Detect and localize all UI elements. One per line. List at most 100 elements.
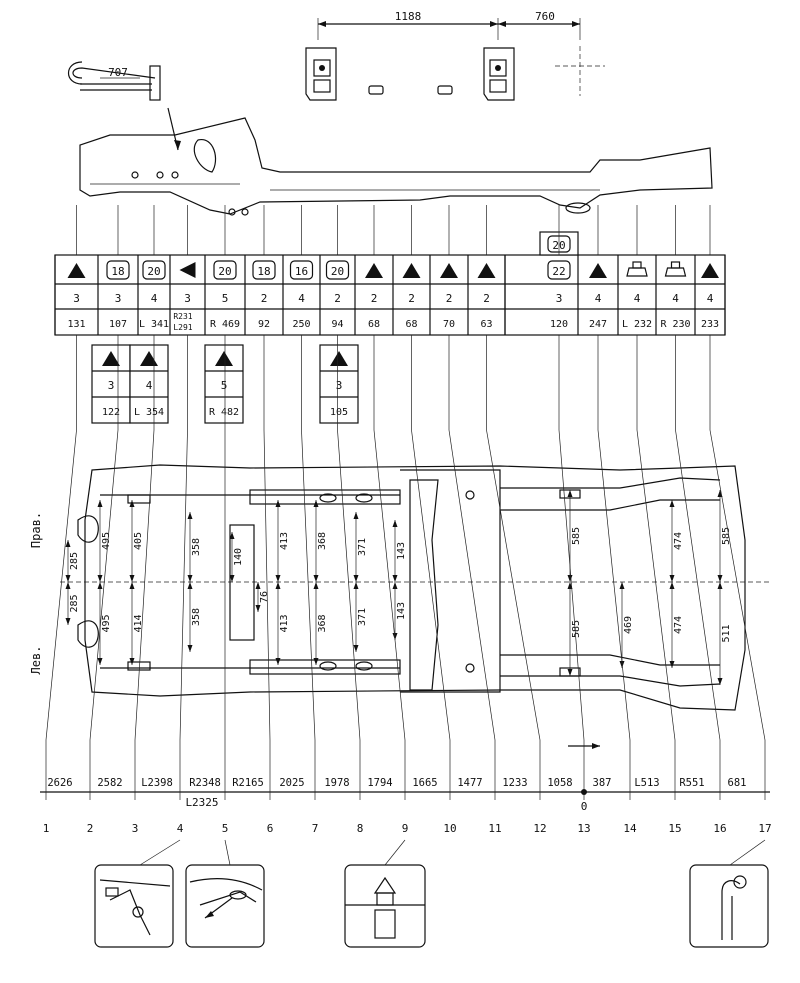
svg-text:495: 495 bbox=[101, 532, 112, 550]
plan-dim-12: 413 bbox=[275, 582, 290, 665]
symbol-tri-col17 bbox=[701, 263, 719, 278]
plan-dim-25: 511 bbox=[717, 582, 732, 685]
station-7: 7 bbox=[312, 822, 319, 835]
svg-text:371: 371 bbox=[357, 538, 368, 556]
symbol-b18-col2: 18 bbox=[106, 260, 130, 280]
symbol-b16-col7: 16 bbox=[289, 260, 314, 280]
plan-dim-19: 585 bbox=[567, 490, 582, 582]
station-14: 14 bbox=[623, 822, 637, 835]
symbol-tri-col1 bbox=[67, 263, 86, 278]
qty-col15: 4 bbox=[634, 292, 641, 305]
scale-value-6: 2025 bbox=[279, 777, 304, 789]
dim-col15: L 232 bbox=[622, 319, 652, 330]
dim-1188: 1188 bbox=[395, 10, 422, 23]
plan-dim-15: 371 bbox=[353, 512, 368, 582]
svg-text:358: 358 bbox=[191, 538, 202, 556]
qty-col4: 3 bbox=[184, 292, 191, 305]
svg-text:474: 474 bbox=[673, 532, 684, 550]
plan-dim-23: 474 bbox=[669, 582, 684, 668]
qty-col6: 2 bbox=[261, 292, 268, 305]
qty-col9: 2 bbox=[371, 292, 378, 305]
scale-value-16: 681 bbox=[728, 777, 747, 789]
qty-col5: 5 bbox=[222, 292, 229, 305]
scale-value-4: R2348 bbox=[189, 777, 221, 789]
sub-table-3: 5R 482 bbox=[204, 344, 244, 424]
station-3: 3 bbox=[132, 822, 139, 835]
station-4: 4 bbox=[177, 822, 184, 835]
svg-text:474: 474 bbox=[673, 616, 684, 634]
towing-eye-detail: 707 bbox=[67, 61, 161, 101]
dim-col5: R 469 bbox=[210, 319, 240, 330]
plan-dim-5: 405 bbox=[129, 500, 144, 582]
station-9: 9 bbox=[402, 822, 409, 835]
symbol-label: 20 bbox=[147, 265, 160, 278]
symbol-b22-col13: 22 bbox=[547, 260, 571, 280]
svg-text:585: 585 bbox=[571, 620, 582, 638]
scale-value-13: 387 bbox=[593, 777, 612, 789]
symbol-tri-col11 bbox=[440, 263, 458, 278]
symbol-tri-col9 bbox=[365, 263, 383, 278]
dim-col1: 131 bbox=[67, 319, 85, 330]
plan-dim-24: 585 bbox=[717, 490, 732, 582]
station-2: 2 bbox=[87, 822, 94, 835]
plan-dim-16: 371 bbox=[353, 582, 368, 652]
dim-col14: 247 bbox=[589, 319, 607, 330]
svg-text:585: 585 bbox=[721, 527, 732, 545]
sub-qty: 5 bbox=[221, 379, 228, 392]
plan-dim-20: 585 bbox=[567, 582, 582, 676]
svg-text:285: 285 bbox=[69, 552, 80, 570]
scale-value-12: 1058 bbox=[547, 777, 572, 789]
plan-dim-21: 469 bbox=[619, 582, 634, 668]
station-16: 16 bbox=[713, 822, 726, 835]
symbol-label: 20 bbox=[218, 265, 231, 278]
scale-value-14: L513 bbox=[634, 777, 659, 789]
svg-text:143: 143 bbox=[396, 602, 407, 620]
qty-col10: 2 bbox=[408, 292, 415, 305]
scale-extra-L2325: L2325 bbox=[185, 796, 218, 809]
station-10: 10 bbox=[443, 822, 456, 835]
svg-text:368: 368 bbox=[317, 614, 328, 632]
station-6: 6 bbox=[267, 822, 274, 835]
dim-col17: 233 bbox=[701, 319, 719, 330]
detail-inset-9 bbox=[344, 839, 426, 948]
symbol-pad-col16 bbox=[664, 261, 687, 277]
plan-dim-6: 414 bbox=[129, 582, 144, 665]
plan-dim-2: 285 bbox=[65, 582, 80, 625]
symbol-label: 18 bbox=[257, 265, 270, 278]
symbol-tri-col12 bbox=[477, 263, 496, 278]
side-profile-view bbox=[79, 107, 713, 216]
plan-dim-17: 143 bbox=[392, 520, 407, 582]
scale-value-5: R2165 bbox=[232, 777, 264, 789]
station-13: 13 bbox=[577, 822, 590, 835]
qty-col3: 4 bbox=[151, 292, 158, 305]
scale-value-2: 2582 bbox=[97, 777, 122, 789]
svg-text:495: 495 bbox=[101, 614, 112, 632]
qty-col7: 4 bbox=[298, 292, 305, 305]
leader-lines bbox=[45, 205, 766, 770]
detail-inset-4 bbox=[94, 839, 181, 948]
top-bracket-detail: 1188 760 bbox=[305, 10, 605, 101]
station-1: 1 bbox=[43, 822, 50, 835]
plan-dim-7: 358 bbox=[187, 512, 202, 582]
symbol-b20-col3: 20 bbox=[142, 260, 166, 280]
sub-qty: 3 bbox=[108, 379, 115, 392]
symbol-b18-col6: 18 bbox=[252, 260, 276, 280]
detail-inset-17 bbox=[689, 839, 769, 948]
dim-col11: 70 bbox=[443, 319, 455, 330]
dim-col10: 68 bbox=[405, 319, 417, 330]
symbol-label: 16 bbox=[295, 265, 308, 278]
symbol-tri-col10 bbox=[402, 263, 421, 278]
station-11: 11 bbox=[488, 822, 501, 835]
scale-value-11: 1233 bbox=[502, 777, 527, 789]
symbol-label: 22 bbox=[552, 265, 565, 278]
qty-col12: 2 bbox=[483, 292, 490, 305]
qty-col8: 2 bbox=[334, 292, 341, 305]
dim-col3: L 341 bbox=[139, 319, 169, 330]
qty-col17: 4 bbox=[707, 292, 714, 305]
symbol-label: 20 bbox=[331, 265, 344, 278]
svg-text:469: 469 bbox=[623, 616, 634, 634]
station-17: 17 bbox=[758, 822, 771, 835]
